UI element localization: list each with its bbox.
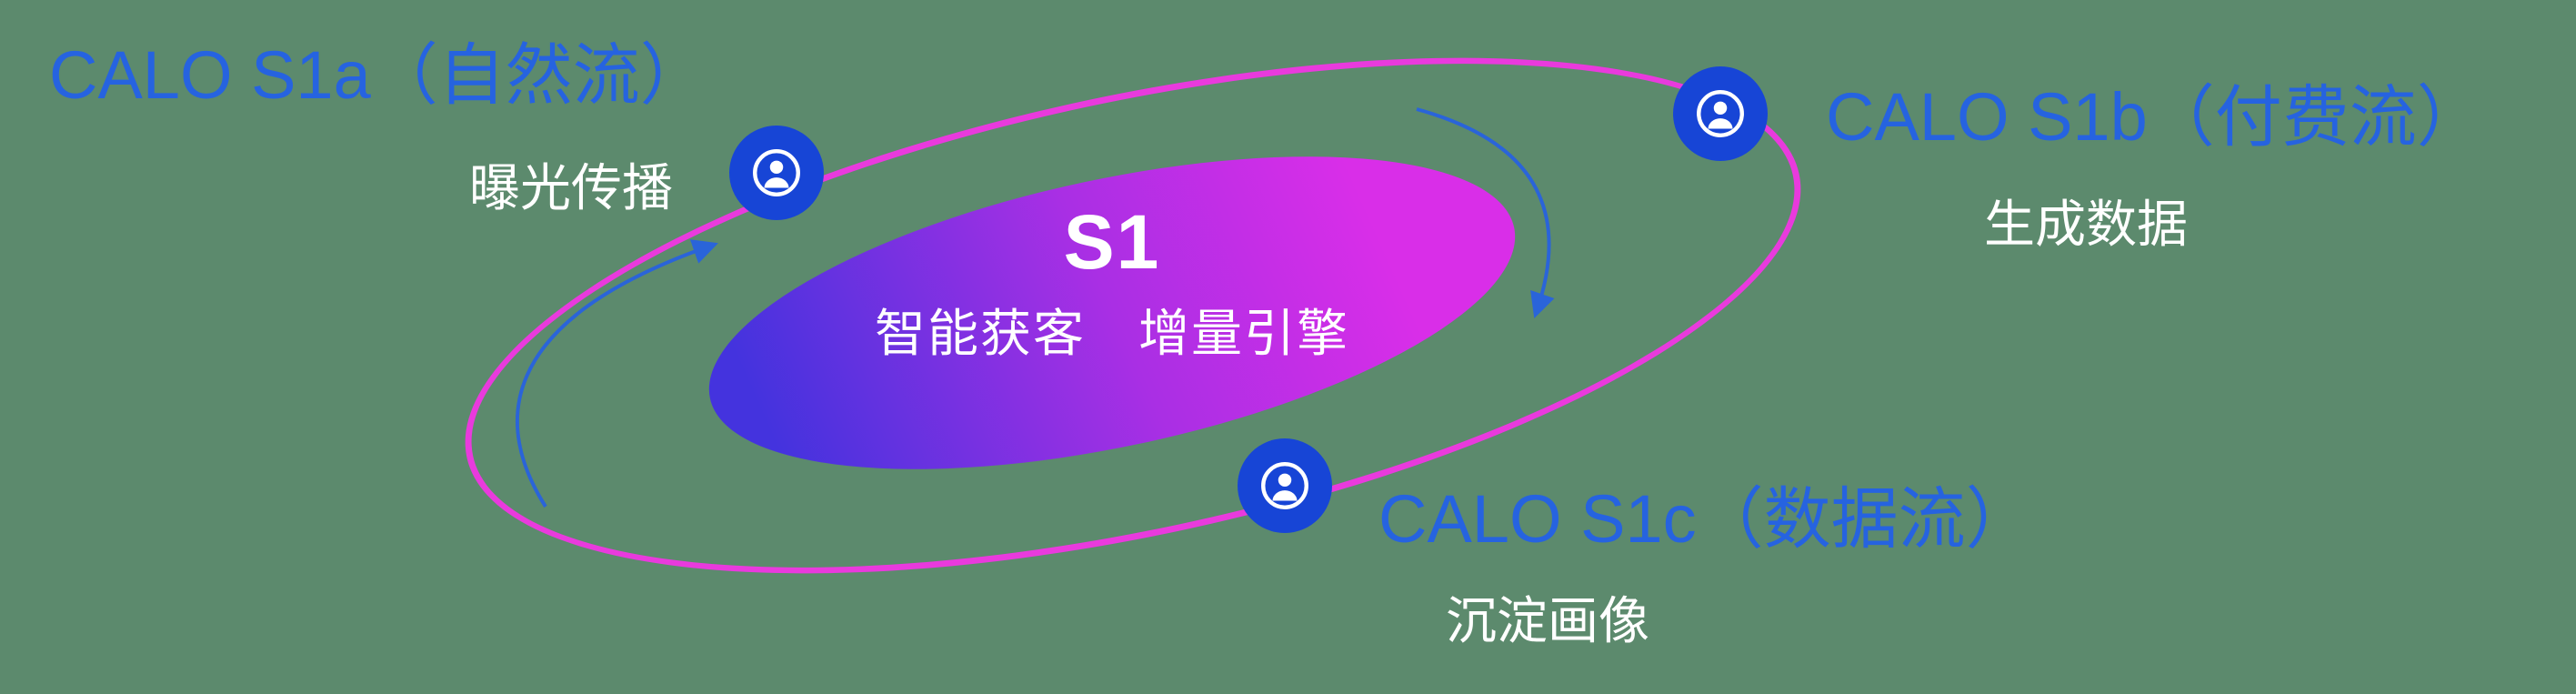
core-text: S1 智能获客 增量引擎 [748, 202, 1476, 367]
sublabel-s1a: 曝光传播 [469, 159, 673, 216]
node-s1b [1673, 66, 1768, 161]
node-s1c [1238, 438, 1332, 533]
user-icon [753, 149, 800, 196]
user-icon [1697, 90, 1744, 137]
node-s1a [729, 126, 824, 220]
sublabel-s1c: 沉淀画像 [1446, 592, 1649, 649]
label-s1a: CALO S1a（自然流） [49, 37, 707, 113]
core-subtitle: 智能获客 增量引擎 [875, 305, 1349, 363]
label-s1c: CALO S1c（数据流） [1378, 481, 2033, 557]
core-title: S1 [1063, 199, 1161, 285]
label-s1b: CALO S1b（付费流） [1826, 79, 2484, 155]
arrow-left-up [516, 239, 718, 508]
sublabel-s1b: 生成数据 [1984, 196, 2188, 253]
user-icon [1261, 462, 1308, 509]
arrow-right-down [1416, 107, 1555, 318]
